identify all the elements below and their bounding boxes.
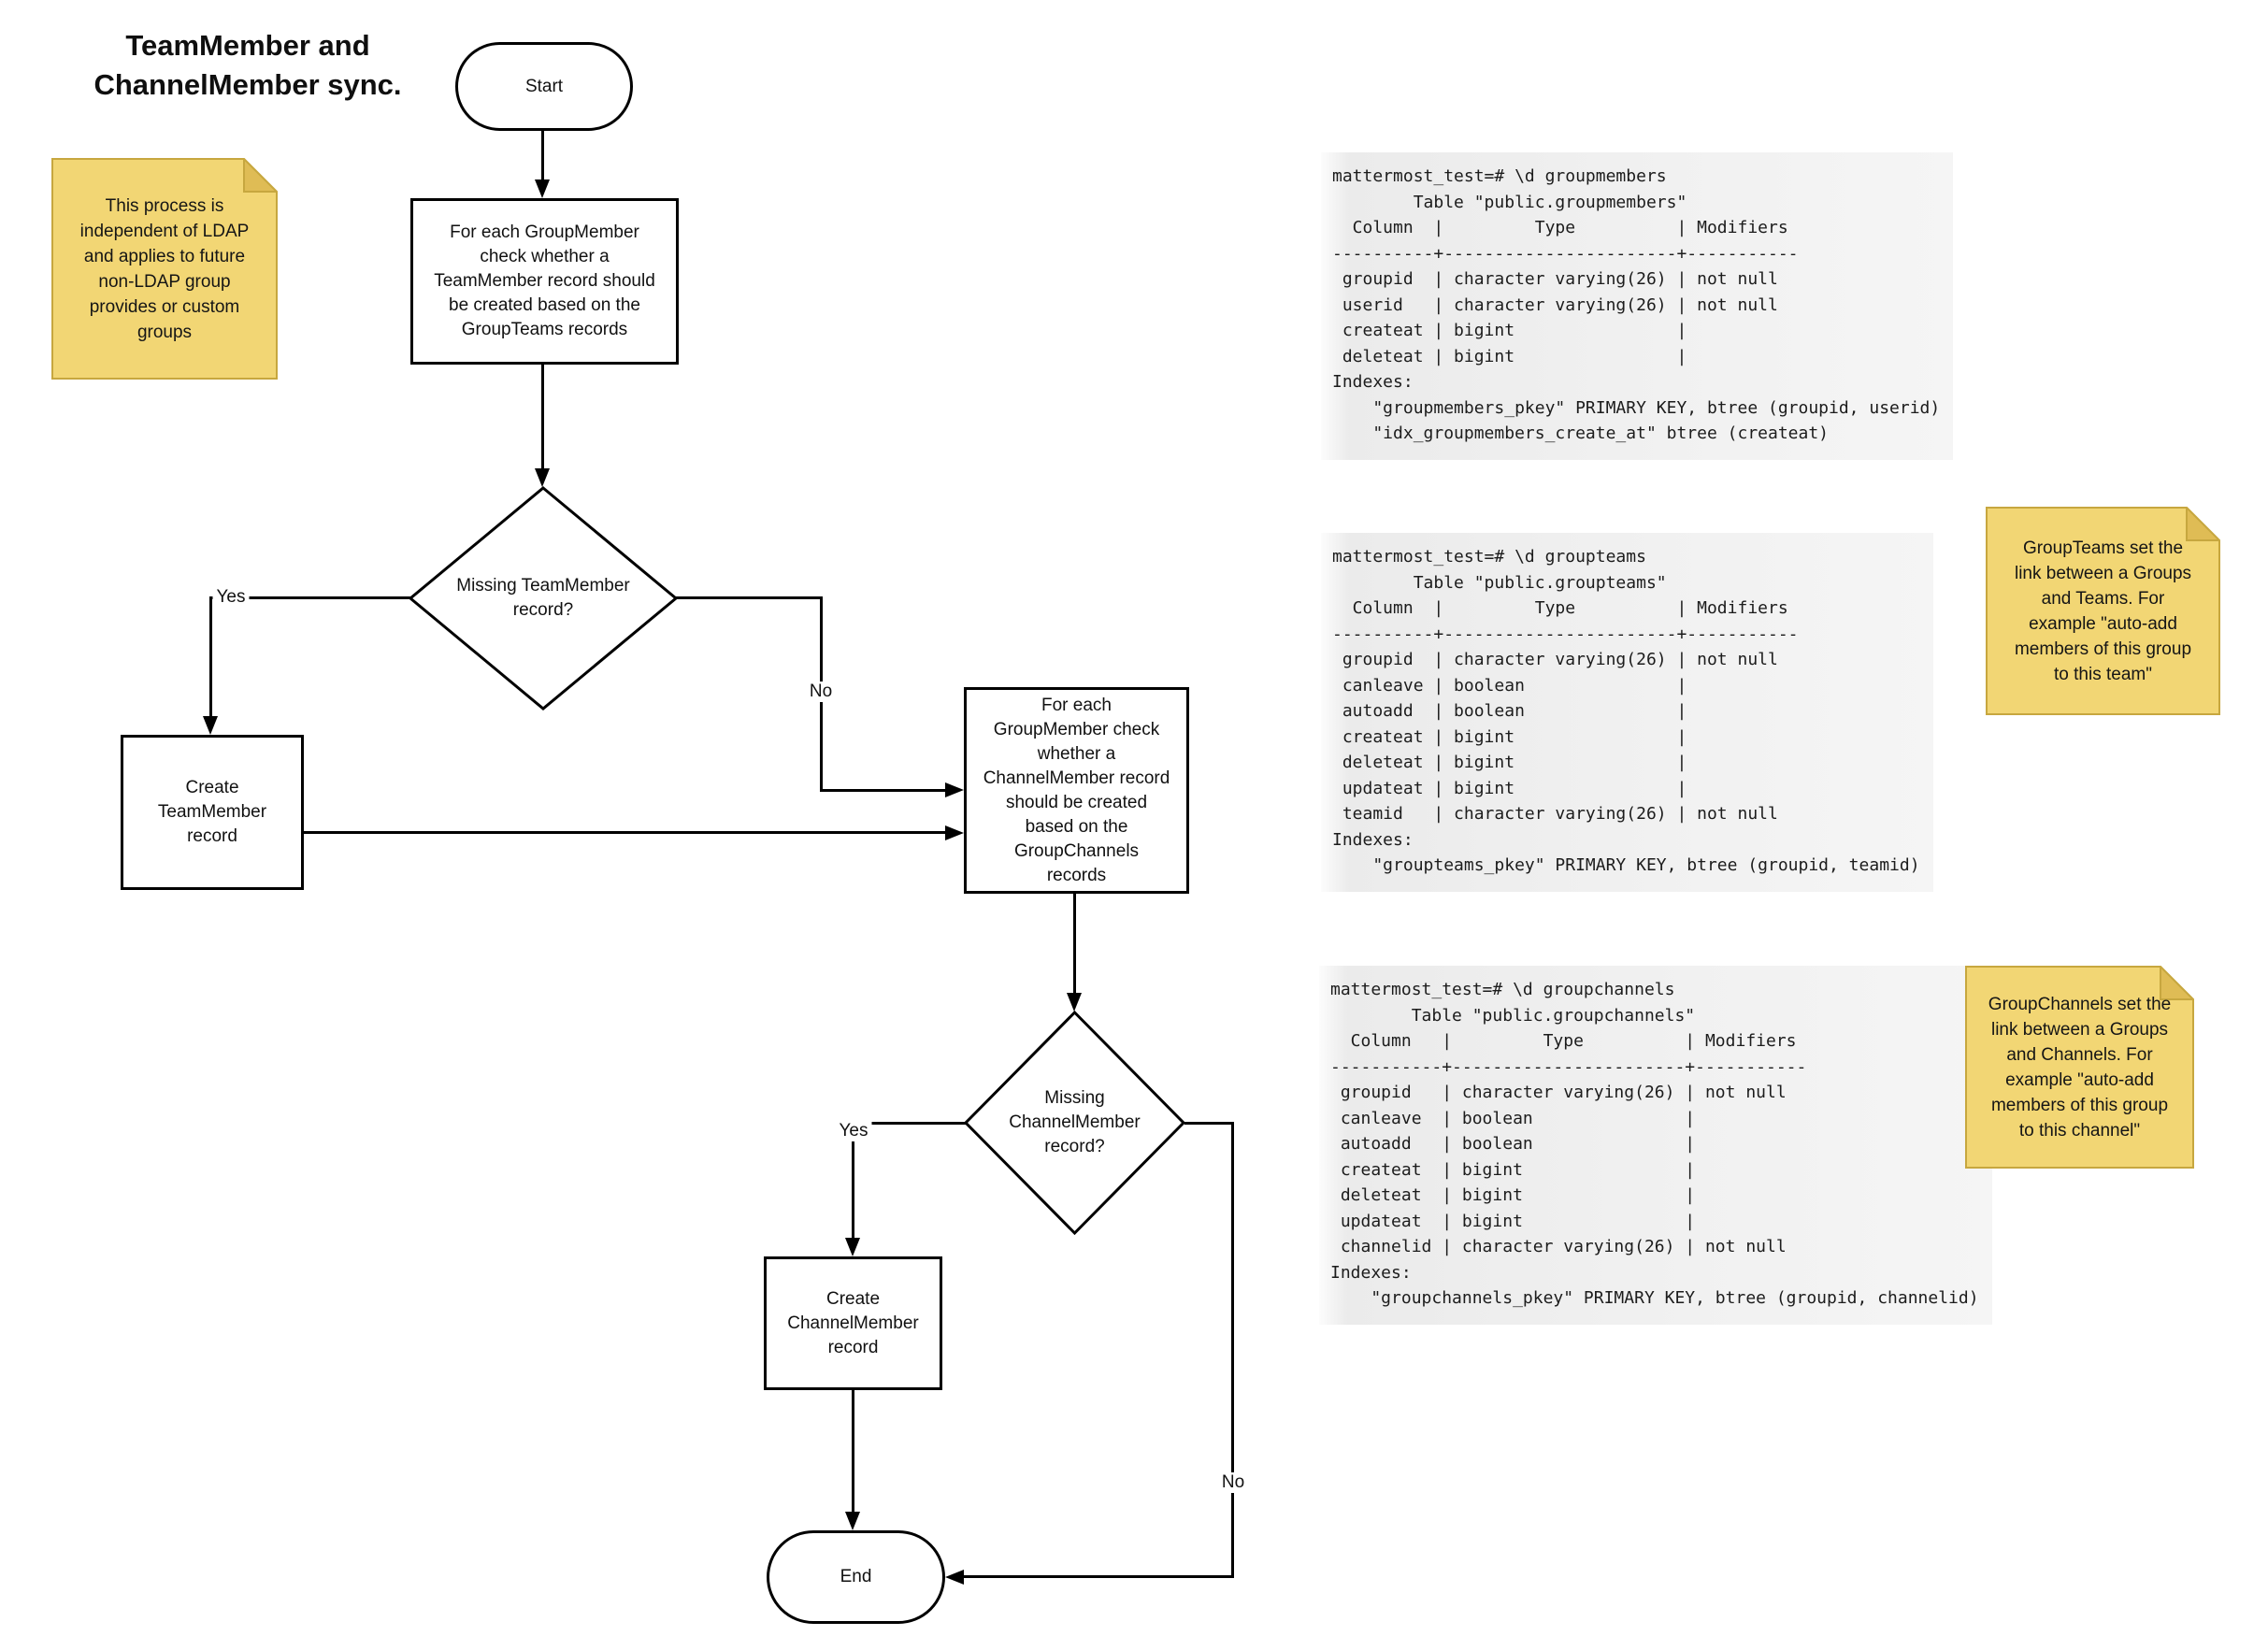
- connector-decision2-yes-down: [852, 1122, 854, 1240]
- process-create-teammember-label: Create TeamMember record: [157, 778, 267, 846]
- sticky-note-groupteams-text: GroupTeams set the link between a Groups…: [2014, 538, 2192, 684]
- connector-decision2-no-down: [1231, 1122, 1234, 1578]
- edge-label-no2: No: [1217, 1472, 1249, 1493]
- page-title-line2: ChannelMember sync.: [93, 68, 402, 101]
- sticky-note-ldap-text: This process is independent of LDAP and …: [79, 195, 250, 342]
- connector-decision1-yes: [211, 596, 410, 599]
- start-node-label: Start: [524, 76, 564, 96]
- start-node: Start: [455, 42, 633, 131]
- sticky-note-groupteams-shape: [1986, 507, 2220, 715]
- process-check-channelmember: For each GroupMember check whether a Cha…: [964, 687, 1189, 894]
- decision-missing-teammember: Missing TeamMember record?: [408, 485, 679, 711]
- decision-missing-teammember-shape: [408, 486, 679, 710]
- arrowhead-no2: [945, 1570, 964, 1585]
- process-check-teammember-label: For each GroupMember check whether a Tea…: [434, 222, 655, 339]
- arrowhead-no1: [945, 782, 964, 797]
- sticky-note-groupteams: GroupTeams set the link between a Groups…: [1986, 507, 2220, 715]
- connector-process2-decision2: [1073, 894, 1076, 995]
- sticky-note-shape: [51, 158, 278, 380]
- sticky-note-groupchannels: GroupChannels set the link between a Gro…: [1965, 966, 2194, 1169]
- connector-decision2-no: [1184, 1122, 1234, 1125]
- process-check-channelmember-label: For each GroupMember check whether a Cha…: [983, 695, 1170, 885]
- arrowhead-yes2: [845, 1238, 860, 1256]
- sticky-note-groupchannels-text: GroupChannels set the link between a Gro…: [1988, 994, 2172, 1141]
- connector-decision2-no-left: [964, 1575, 1233, 1578]
- terminal-groupchannels: mattermost_test=# \d groupchannels Table…: [1319, 966, 1992, 1325]
- terminal-groupmembers: mattermost_test=# \d groupmembers Table …: [1321, 152, 1954, 460]
- arrowhead-start-process1: [535, 179, 550, 198]
- process-create-teammember: Create TeamMember record: [121, 735, 304, 890]
- connector-decision2-yes: [854, 1122, 966, 1125]
- connector-start-process1: [541, 131, 544, 181]
- edge-label-yes1: Yes: [212, 587, 250, 608]
- connector-decision1-no-right: [820, 789, 945, 792]
- sticky-note-groupchannels-shape: [1965, 966, 2194, 1169]
- arrowhead-createcm-end: [845, 1512, 860, 1530]
- process-create-channelmember-label: Create ChannelMember record: [787, 1288, 919, 1357]
- process-create-channelmember: Create ChannelMember record: [764, 1256, 942, 1390]
- connector-process1-decision1: [541, 365, 544, 470]
- sticky-note-ldap: This process is independent of LDAP and …: [51, 158, 278, 380]
- edge-label-no1: No: [805, 682, 837, 702]
- terminal-groupteams: mattermost_test=# \d groupteams Table "p…: [1321, 533, 1933, 892]
- decision-missing-channelmember-label: Missing ChannelMember record?: [1009, 1088, 1141, 1156]
- process-check-teammember: For each GroupMember check whether a Tea…: [410, 198, 679, 365]
- decision-missing-teammember-label: Missing TeamMember record?: [456, 576, 630, 620]
- end-node: End: [767, 1530, 945, 1624]
- page-title-line1: TeamMember and: [125, 29, 370, 62]
- arrowhead-yes1: [203, 716, 218, 735]
- arrowhead-process2-decision2: [1067, 993, 1082, 1012]
- decision-missing-channelmember: Missing ChannelMember record?: [963, 1010, 1186, 1236]
- edge-label-yes2: Yes: [835, 1121, 872, 1141]
- decision-missing-channelmember-shape: [963, 1010, 1186, 1236]
- end-node-label: End: [840, 1567, 872, 1586]
- connector-createcm-end: [852, 1390, 854, 1514]
- arrowhead-createtm-process2: [945, 825, 964, 840]
- arrowhead-process1-decision1: [535, 468, 550, 487]
- connector-createtm-process2: [304, 831, 945, 834]
- connector-decision1-no: [676, 596, 823, 599]
- connector-decision1-yes-down: [209, 596, 212, 716]
